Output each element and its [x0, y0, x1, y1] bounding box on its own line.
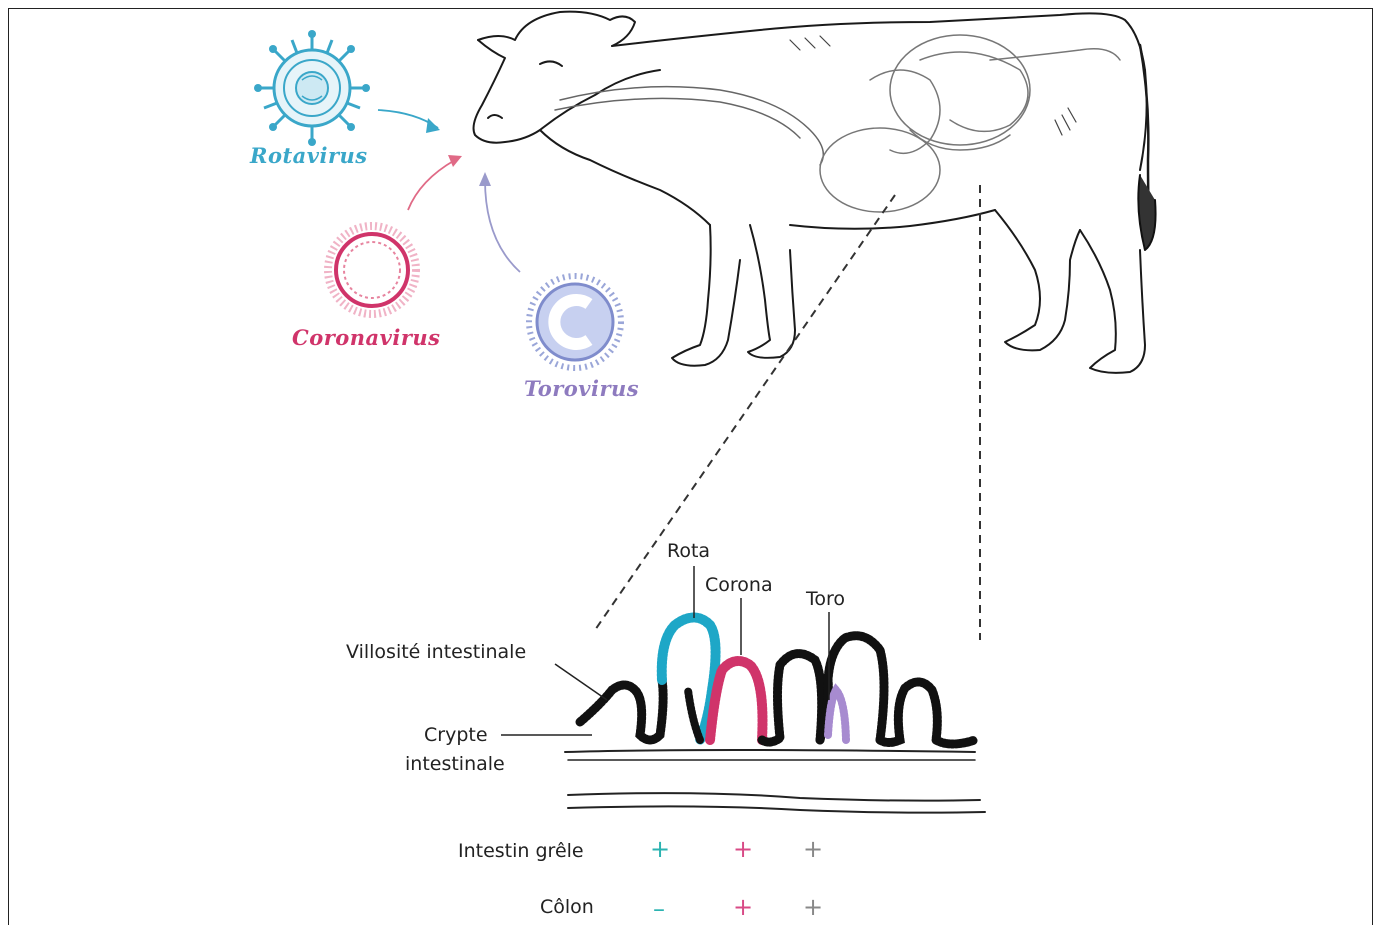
corona-villus-label: Corona	[705, 574, 773, 596]
sign-toro-intestin: +	[803, 837, 823, 861]
crypte-label-line1: Crypte	[424, 724, 488, 746]
sign-rota-colon: –	[653, 897, 665, 921]
torovirus-label: Torovirus	[524, 376, 639, 401]
sign-corona-colon: +	[733, 895, 753, 919]
intestinal-villi	[565, 618, 985, 813]
rota-villus-label: Rota	[667, 540, 710, 562]
rotavirus-label: Rotavirus	[250, 143, 368, 168]
torovirus-particle	[529, 276, 621, 368]
row-label-colon: Côlon	[540, 896, 594, 918]
villosite-label: Villosité intestinale	[346, 641, 526, 663]
coronavirus-particle	[328, 226, 416, 314]
zoom-lines	[595, 185, 980, 640]
crypte-label-line2: intestinale	[405, 753, 505, 775]
row-label-intestin-grele: Intestin grêle	[458, 840, 584, 862]
sign-corona-intestin: +	[733, 837, 753, 861]
toro-villus-label: Toro	[806, 588, 845, 610]
sign-rota-intestin: +	[650, 837, 670, 861]
sign-toro-colon: +	[803, 895, 823, 919]
coronavirus-label: Coronavirus	[292, 325, 441, 350]
rotavirus-particle	[254, 30, 370, 146]
